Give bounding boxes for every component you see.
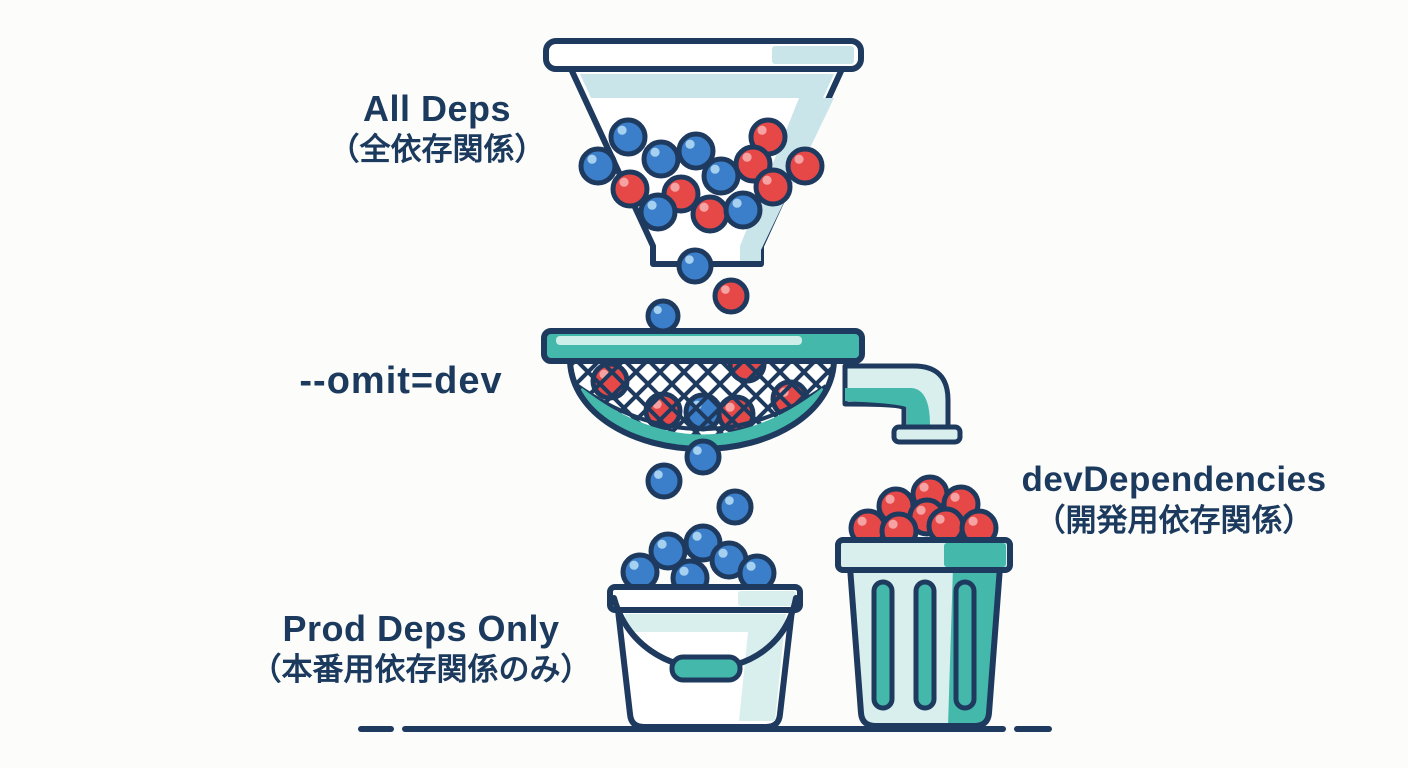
pipe-flange	[891, 424, 963, 445]
funnel-deps-ball	[753, 167, 793, 207]
falling-funnel-to-sieve-ball	[676, 247, 714, 285]
trash-slot	[953, 579, 977, 711]
funnel-deps-ball	[723, 190, 763, 230]
falling-funnel-to-sieve-ball	[712, 277, 750, 315]
bucket-pile-ball	[648, 531, 688, 571]
prod-deps-label-en: Prod Deps Only	[282, 608, 560, 649]
dev-dependencies-label-ja: （開発用依存関係）	[1034, 502, 1314, 538]
trash-slot	[913, 579, 937, 711]
all-deps-label-en: All Deps	[362, 88, 512, 129]
dev-dependencies-label: devDependencies （開発用依存関係）	[990, 458, 1358, 541]
drain-pipe-stripe	[845, 388, 930, 425]
prod-bucket	[607, 584, 803, 730]
dev-dependencies-label-en: devDependencies	[1021, 460, 1327, 499]
funnel-deps-ball	[690, 194, 730, 234]
all-deps-label-ja: （全依存関係）	[328, 132, 546, 167]
bucket-handle-grip	[669, 654, 743, 683]
falling-sieve-to-bucket-ball	[684, 438, 722, 476]
funnel-deps-ball	[701, 156, 741, 196]
sieve-band-edge	[576, 384, 828, 431]
funnel-deps-ball	[676, 131, 716, 171]
prod-deps-label: Prod Deps Only （本番用依存関係のみ）	[230, 606, 612, 690]
funnel-deps-ball	[608, 117, 648, 157]
funnel-rim-shade	[772, 46, 854, 64]
bucket-rim-shade	[738, 591, 796, 606]
funnel-shade-top	[580, 74, 834, 98]
funnel-deps-ball	[578, 146, 618, 186]
falling-funnel-to-sieve-ball	[645, 298, 681, 334]
sieve-bar-highlight	[556, 336, 802, 345]
sieve	[541, 328, 963, 453]
trash-slot	[871, 579, 895, 711]
funnel-deps-ball	[610, 169, 650, 209]
funnel-deps-ball	[641, 139, 681, 179]
all-deps-label: All Deps （全依存関係）	[247, 86, 627, 170]
sieve-bar	[541, 328, 865, 364]
dev-trash-can	[835, 537, 1013, 729]
falling-sieve-to-bucket-ball	[716, 488, 754, 526]
prod-deps-label-ja: （本番用依存関係のみ）	[250, 652, 592, 687]
funnel-deps-ball	[785, 146, 825, 186]
funnel-deps-ball	[638, 192, 678, 232]
trash-rim-shade	[944, 543, 1006, 567]
bucket-shade-right	[739, 632, 784, 721]
bucket-shade-top	[625, 614, 786, 632]
trash-rim-outline	[835, 537, 1013, 573]
falling-sieve-to-bucket-ball	[645, 462, 683, 500]
omit-dev-flag-label: --omit=dev	[299, 360, 503, 402]
